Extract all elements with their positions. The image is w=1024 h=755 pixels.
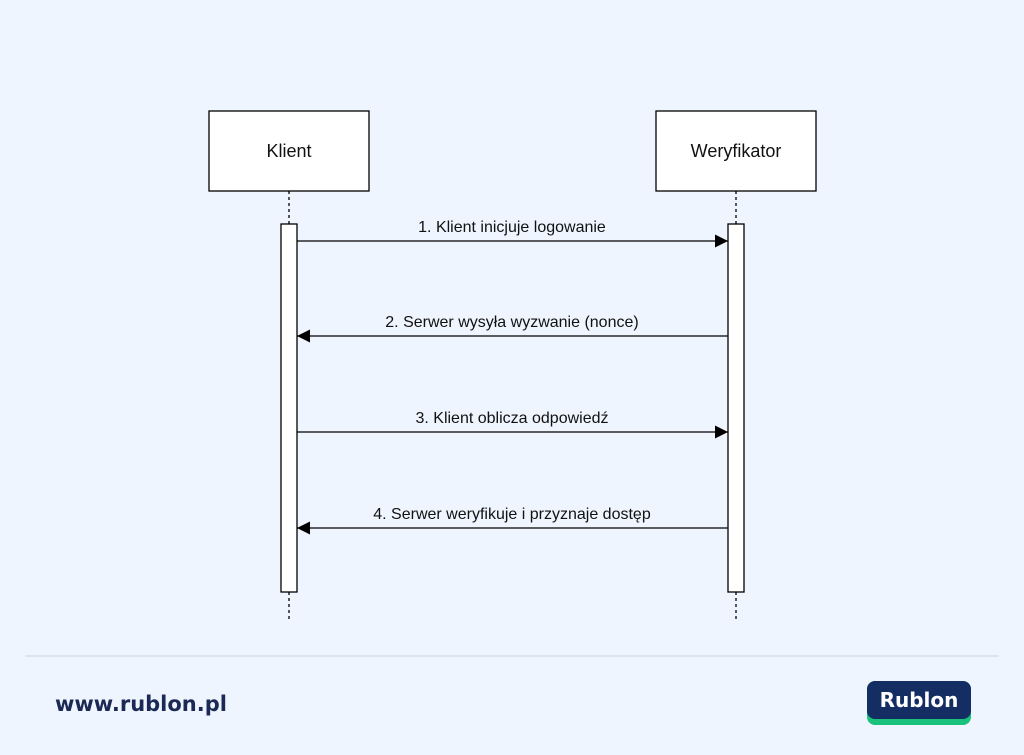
- message-2: 2. Serwer wysyła wyzwanie (nonce): [297, 314, 728, 343]
- message-label: 1. Klient inicjuje logowanie: [418, 219, 606, 236]
- participant-box: [208, 110, 370, 192]
- logo-text: Rublon: [880, 688, 959, 712]
- activation-bar: [280, 223, 298, 593]
- activation-bar: [727, 223, 745, 593]
- logo-badge: [867, 681, 971, 719]
- participant-weryfikator: Weryfikator: [655, 110, 817, 620]
- message-1: 1. Klient inicjuje logowanie: [297, 219, 728, 248]
- participant-label: Weryfikator: [691, 141, 782, 161]
- message-label: 3. Klient oblicza odpowiedź: [415, 410, 608, 427]
- rublon-logo: Rublon: [867, 681, 971, 725]
- message-3: 3. Klient oblicza odpowiedź: [297, 410, 728, 439]
- message-label: 4. Serwer weryfikuje i przyznaje dostęp: [373, 506, 651, 523]
- participant-klient: Klient: [208, 110, 370, 620]
- footer-url: www.rublon.pl: [55, 692, 227, 716]
- message-label: 2. Serwer wysyła wyzwanie (nonce): [385, 314, 638, 331]
- participant-label: Klient: [266, 141, 311, 161]
- message-4: 4. Serwer weryfikuje i przyznaje dostęp: [297, 506, 728, 535]
